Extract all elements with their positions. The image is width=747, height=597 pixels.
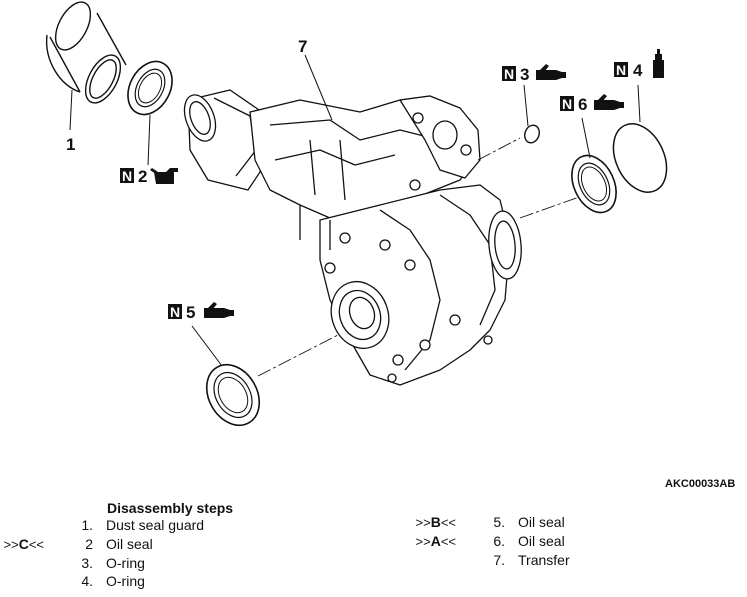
n-badge-4 xyxy=(614,62,628,77)
step-row: 4. O-ring xyxy=(60,572,145,590)
step-name: O-ring xyxy=(106,573,145,589)
sealant-bottle-icon xyxy=(653,49,664,78)
leader-4 xyxy=(637,84,641,123)
axis-line-5 xyxy=(257,334,339,377)
leader-7 xyxy=(304,54,333,121)
leader-3 xyxy=(523,84,529,127)
leader-6 xyxy=(581,117,591,159)
step-marker: >>A<< xyxy=(415,533,457,549)
step-number: 2 xyxy=(85,536,93,552)
callout-1: 1 xyxy=(66,135,75,154)
part-o-ring-4 xyxy=(612,123,668,193)
oil-can-icon xyxy=(150,168,178,184)
step-row: 3. O-ring xyxy=(60,554,145,572)
step-row: 1. Dust seal guard xyxy=(60,516,204,534)
step-name: O-ring xyxy=(106,555,145,571)
step-name: Dust seal guard xyxy=(106,517,205,533)
step-name: Oil seal xyxy=(518,533,565,549)
callout-7: 7 xyxy=(298,37,307,56)
grease-tube-icon xyxy=(536,64,566,80)
step-row: >>C<< 2 Oil seal xyxy=(4,535,153,553)
step-row: 7. Transfer xyxy=(472,551,570,569)
step-marker: >>B<< xyxy=(415,514,457,530)
axis-line-3 xyxy=(477,137,521,161)
n-mark-6: N xyxy=(562,96,572,112)
grease-tube-icon xyxy=(204,302,234,318)
n-badge-6 xyxy=(560,96,574,111)
part-dust-seal-guard xyxy=(45,1,127,104)
leader-5 xyxy=(191,325,223,367)
part-oil-seal-5 xyxy=(205,364,261,426)
part-transfer-housing xyxy=(183,89,522,386)
grease-tube-icon xyxy=(594,94,624,110)
n-badge-2 xyxy=(120,168,134,183)
step-row: >>A<< 6. Oil seal xyxy=(416,532,565,550)
step-number: 6. xyxy=(493,533,505,549)
leader-2 xyxy=(147,114,151,166)
n-mark-4: N xyxy=(616,62,626,78)
step-number: 3. xyxy=(81,555,93,571)
step-marker: >>C<< xyxy=(3,536,45,552)
step-name: Oil seal xyxy=(518,514,565,530)
part-oil-seal-2 xyxy=(127,60,173,116)
callout-5: 5 xyxy=(186,303,195,322)
part-o-ring-3 xyxy=(524,124,540,144)
part-oil-seal-6 xyxy=(571,154,617,214)
step-number: 4. xyxy=(81,573,93,589)
step-number: 5. xyxy=(493,514,505,530)
n-badge-5 xyxy=(168,304,182,319)
n-badge-3 xyxy=(502,66,516,81)
n-mark-5: N xyxy=(170,304,180,320)
n-mark-3: N xyxy=(504,66,514,82)
step-row: >>B<< 5. Oil seal xyxy=(416,513,565,531)
steps-title: Disassembly steps xyxy=(107,500,234,516)
reference-code: AKC00033AB xyxy=(665,478,736,490)
callout-2: 2 xyxy=(138,167,147,186)
callout-6: 6 xyxy=(578,95,587,114)
step-name: Transfer xyxy=(518,552,570,568)
callout-3: 3 xyxy=(520,65,529,84)
axis-line-6 xyxy=(519,195,583,219)
step-number: 7. xyxy=(493,552,505,568)
step-name: Oil seal xyxy=(106,536,153,552)
transfer-exploded-diagram: 1 N 2 xyxy=(45,1,668,426)
callout-4: 4 xyxy=(633,61,643,80)
n-mark-2: N xyxy=(122,168,132,184)
step-number: 1. xyxy=(81,517,93,533)
leader-1 xyxy=(69,89,73,131)
